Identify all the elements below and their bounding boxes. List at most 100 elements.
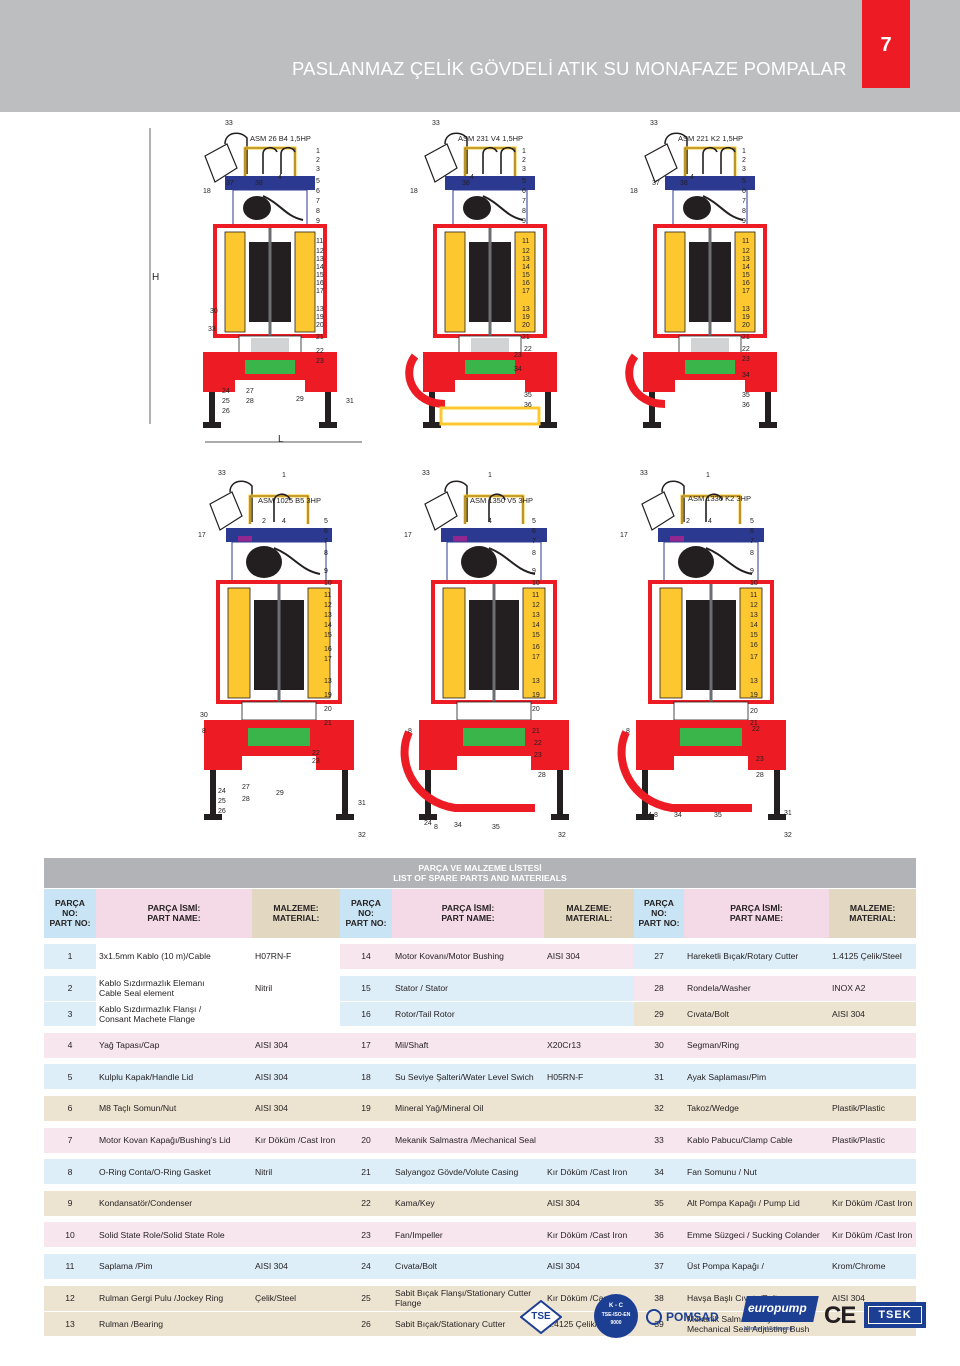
cell-part-name: Kablo Sızdırmazlık Flanşı /Consant Mache… bbox=[96, 1001, 252, 1028]
callout-label: 21 bbox=[750, 720, 758, 727]
callout-label: 33 bbox=[225, 120, 233, 127]
table-separator bbox=[44, 1026, 917, 1033]
callout-label: 15 bbox=[750, 632, 758, 639]
cell-part-no: 28 bbox=[634, 975, 684, 1002]
callout-label: 33 bbox=[218, 470, 226, 477]
cell-part-no: 26 bbox=[340, 1311, 392, 1338]
callout-label: 5 bbox=[750, 518, 754, 525]
callout-label: 10 bbox=[324, 580, 332, 587]
cell-part-no: 15 bbox=[340, 975, 392, 1002]
cell-part-no: 35 bbox=[634, 1190, 684, 1217]
cell-part-name: O-Ring Conta/O-Ring Gasket bbox=[96, 1159, 252, 1186]
callout-label: 24 bbox=[644, 812, 652, 819]
callout-label: 38 bbox=[462, 180, 470, 187]
callout-label: 10 bbox=[532, 580, 540, 587]
header-material: MALZEME:MATERIAL: bbox=[544, 888, 634, 938]
callout-label: 17 bbox=[620, 532, 628, 539]
callout-label: 19 bbox=[742, 314, 750, 321]
cell-material bbox=[252, 1001, 340, 1028]
europump-logo-text: europump bbox=[748, 1301, 807, 1315]
table-separator bbox=[44, 1121, 917, 1128]
cell-text: Flange bbox=[395, 1298, 422, 1309]
cell-part-no: 9 bbox=[44, 1190, 96, 1217]
callout-label: 38 bbox=[255, 180, 263, 187]
callout-label: 23 bbox=[742, 356, 750, 363]
callout-label: 1 bbox=[522, 148, 526, 155]
cell-material: AISI 304 bbox=[544, 1253, 634, 1281]
callout-label: 20 bbox=[316, 322, 324, 329]
callout-label: 15 bbox=[742, 272, 750, 279]
callout-label: 36 bbox=[742, 402, 750, 409]
table-separator bbox=[44, 1279, 917, 1286]
kc-logo-text: TSE-ISO-EN bbox=[601, 1312, 631, 1318]
callout-label: 6 bbox=[532, 528, 536, 535]
cell-part-no: 22 bbox=[340, 1190, 392, 1217]
callout-label: 19 bbox=[522, 314, 530, 321]
cell-part-no: 7 bbox=[44, 1127, 96, 1154]
header-text: PARÇA İSMİ: bbox=[147, 903, 201, 914]
pump-model-label: ASM 1350 V5 3HP bbox=[470, 496, 533, 505]
callout-label: 19 bbox=[316, 314, 324, 321]
cell-material: AISI 304 bbox=[252, 1095, 340, 1123]
callout-label: 13 bbox=[522, 306, 530, 313]
callout-label: 31 bbox=[558, 814, 566, 821]
ce-mark-logo: CE bbox=[824, 1302, 856, 1329]
cell-material: AISI 304 bbox=[252, 1032, 340, 1059]
header-text: PART NO: bbox=[49, 918, 91, 929]
cell-part-no: 29 bbox=[634, 1001, 684, 1028]
callout-label: 7 bbox=[324, 538, 328, 545]
page-number-badge: 7 bbox=[862, 0, 910, 88]
table-row: 6 M8 Taçlı Somun/Nut AISI 304 19 Mineral… bbox=[44, 1095, 917, 1123]
cell-part-no: 10 bbox=[44, 1222, 96, 1249]
separator-cell bbox=[44, 1247, 917, 1254]
pump-model-label: ASM 221 K2 1,5HP bbox=[678, 134, 744, 143]
header-part-name: PARÇA İSMİ:PART NAME: bbox=[392, 888, 544, 938]
callout-label: 4 bbox=[708, 518, 712, 525]
cell-part-name: Hareketli Bıçak/Rotary Cutter bbox=[684, 944, 829, 971]
callout-label: 14 bbox=[742, 264, 750, 271]
table-separator bbox=[44, 1153, 917, 1160]
cell-part-no: 4 bbox=[44, 1032, 96, 1059]
tsek-logo: TSEK bbox=[864, 1302, 926, 1328]
cell-part-name: Alt Pompa Kapağı / Pump Lid bbox=[684, 1190, 829, 1217]
cell-text: Sabit Bıçak Flanşı/Stationary Cutter bbox=[395, 1287, 532, 1298]
cell-part-name: Ayak Saplaması/Pim bbox=[684, 1064, 829, 1091]
header-text: MATERIAL: bbox=[565, 913, 613, 924]
callout-label: 33 bbox=[640, 470, 648, 477]
callout-label: 23 bbox=[534, 752, 542, 759]
callout-label: 17 bbox=[198, 532, 206, 539]
cell-part-name: Su Seviye Şalteri/Water Level Swich bbox=[392, 1064, 544, 1091]
callout-label: 22 bbox=[534, 740, 542, 747]
callout-label: 17 bbox=[316, 288, 324, 295]
callout-label: 1 bbox=[282, 472, 286, 479]
callout-label: 23 bbox=[312, 758, 320, 765]
table-separator bbox=[44, 1216, 917, 1223]
cell-part-no: 6 bbox=[44, 1095, 96, 1123]
callout-label: 4 bbox=[278, 174, 282, 181]
cell-part-no: 3 bbox=[44, 1001, 96, 1028]
table-separator bbox=[44, 1247, 917, 1254]
cell-text: Cable Seal element bbox=[99, 988, 175, 999]
callout-label: 30 bbox=[200, 712, 208, 719]
callout-label: 14 bbox=[316, 264, 324, 271]
header-text: PART NO: bbox=[345, 918, 387, 929]
callout-label: 2 bbox=[262, 518, 266, 525]
callout-label: 3 bbox=[522, 166, 526, 173]
callout-label: 2 bbox=[742, 157, 746, 164]
cell-part-name: Motor Kovanı/Motor Bushing bbox=[392, 944, 544, 971]
separator-cell bbox=[44, 938, 917, 944]
cell-part-no: 19 bbox=[340, 1095, 392, 1123]
cell-part-no: 36 bbox=[634, 1222, 684, 1249]
callout-label: 7 bbox=[750, 538, 754, 545]
table-title-en: LIST OF SPARE PARTS AND MATERIEALS bbox=[393, 872, 567, 883]
callout-label: 15 bbox=[324, 632, 332, 639]
callout-label: 16 bbox=[750, 642, 758, 649]
callout-label: 22 bbox=[316, 348, 324, 355]
header-text: PARÇA İSMİ: bbox=[730, 903, 783, 914]
cell-part-no: 18 bbox=[340, 1064, 392, 1091]
callout-label: 5 bbox=[316, 178, 320, 185]
parts-table: PARÇA VE MALZEME LİSTESİ LIST OF SPARE P… bbox=[44, 858, 917, 1338]
callout-label: 12 bbox=[532, 602, 540, 609]
